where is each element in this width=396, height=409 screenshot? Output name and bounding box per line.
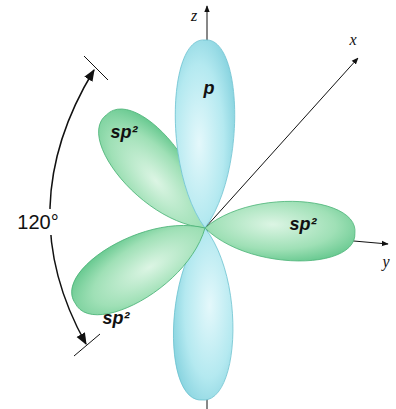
angle-tick	[74, 334, 100, 356]
sp2-lobe	[204, 198, 356, 263]
angle-arc	[50, 70, 94, 344]
orbital-label: sp²	[103, 309, 130, 327]
orbital-label: p	[204, 79, 215, 97]
orbital-label: sp²	[290, 215, 317, 233]
sp2-lobe	[60, 201, 221, 330]
axis-label: x	[349, 32, 356, 48]
axis-label: y	[382, 254, 389, 270]
p-lobe	[175, 40, 234, 228]
axis-label: z	[191, 8, 197, 24]
angle-label: 120°	[15, 209, 60, 235]
angle-tick	[84, 56, 108, 80]
orbital-label: sp²	[111, 123, 138, 141]
